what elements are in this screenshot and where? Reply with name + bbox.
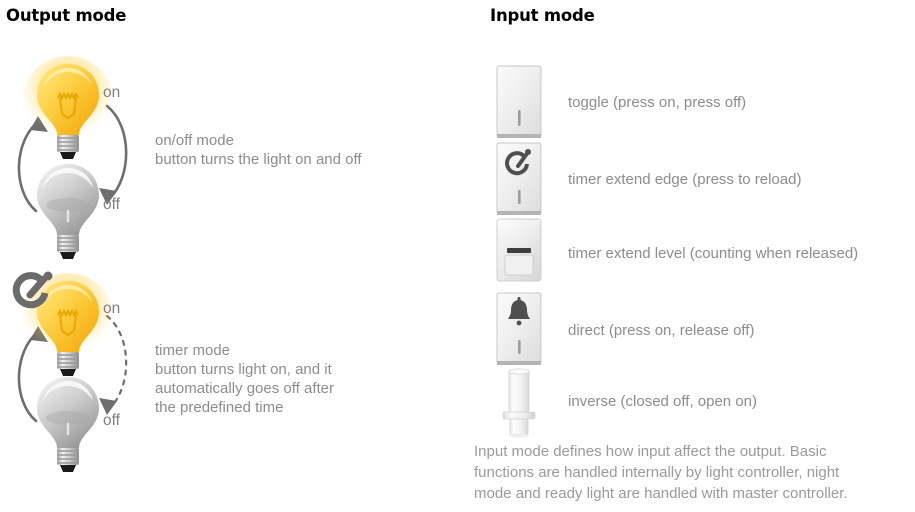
input-mode-label-timer-edge: timer extend edge (press to reload) [568, 171, 802, 188]
rocker-switch-timer-icon[interactable] [496, 142, 542, 218]
input-mode-label-timer-level: timer extend level (counting when releas… [568, 245, 859, 262]
state-label-on-timer: on [103, 300, 121, 317]
input-mode-label-toggle: toggle (press on, press off) [568, 94, 747, 111]
input-mode-title: Input mode [490, 6, 595, 25]
output-mode-title: Output mode [6, 6, 127, 25]
bulb-on-onoff [24, 56, 112, 164]
input-mode-label-direct: direct (press on, release off) [568, 322, 755, 339]
timer-clock-icon [12, 271, 58, 313]
rocker-switch-bell-icon[interactable] [496, 292, 542, 368]
bulb-off-onoff [30, 160, 106, 264]
output-mode-panel: Output mode [6, 6, 362, 477]
bulb-off-timer [30, 373, 106, 477]
state-label-off-timer: off [103, 412, 120, 429]
input-mode-panel: Input mode toggle (press on, press off) [470, 0, 915, 512]
motion-detector-icon[interactable] [496, 218, 542, 284]
state-label-off-onoff: off [103, 196, 120, 213]
onoff-mode-description: on/off mode button turns the light on an… [155, 132, 362, 168]
key-cylinder-switch-icon[interactable] [496, 368, 542, 438]
rocker-switch-blank-icon[interactable] [496, 65, 542, 141]
timer-mode-description: timer mode button turns light on, and it… [155, 342, 334, 416]
input-mode-label-inverse: inverse (closed off, open on) [568, 393, 758, 410]
state-label-on-onoff: on [103, 84, 121, 101]
input-mode-note: Input mode defines how input affect the … [474, 443, 848, 502]
